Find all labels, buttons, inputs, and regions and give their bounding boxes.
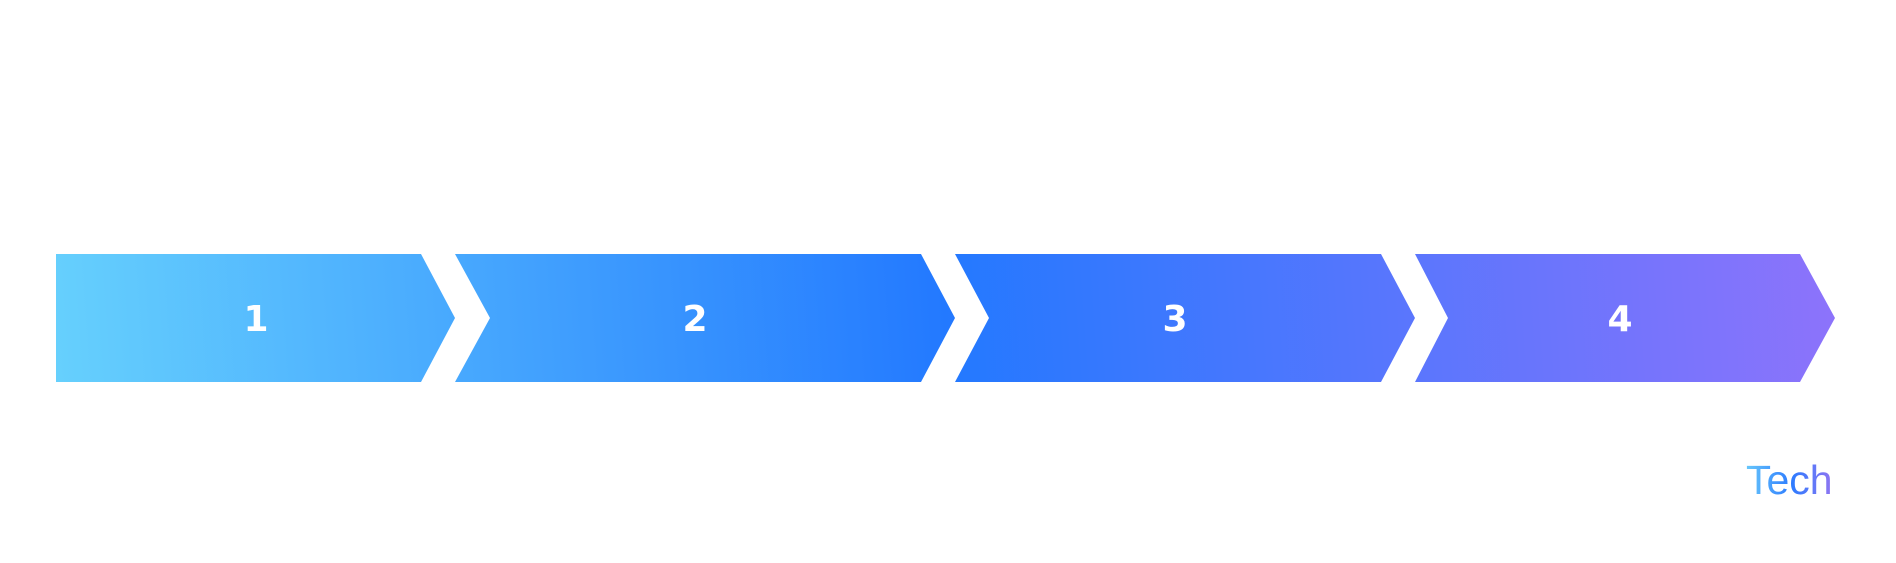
step-2-label: 2 (682, 299, 707, 340)
brand-logo-text: Tech (1746, 457, 1833, 503)
step-3-arrow (955, 254, 1415, 382)
step-3-label: 3 (1162, 299, 1187, 340)
step-4-arrow (1415, 254, 1835, 382)
step-1-label: 1 (243, 299, 268, 340)
step-4-label: 4 (1607, 299, 1632, 340)
step-1-arrow (56, 254, 455, 382)
step-2-arrow (455, 254, 955, 382)
